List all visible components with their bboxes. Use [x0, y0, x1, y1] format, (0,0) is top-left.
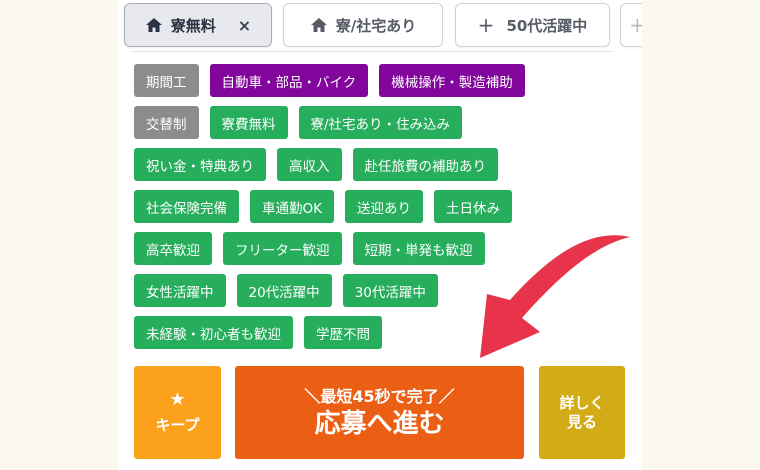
tag: 祝い金・特典あり: [134, 148, 266, 181]
apply-sub-label: ＼最短45秒で完了／: [304, 386, 455, 406]
filter-chip-50s-active[interactable]: + 50代活躍中: [455, 3, 610, 47]
tag-list: 期間工 自動車・部品・バイク 機械操作・製造補助 交替制 寮費無料 寮/社宅あり…: [134, 64, 634, 358]
filter-chip-bar: 寮無料 × 寮/社宅あり + 50代活躍中 +: [118, 0, 642, 56]
filter-chip-dorm-available[interactable]: 寮/社宅あり: [283, 3, 443, 47]
tag-row: 交替制 寮費無料 寮/社宅あり・住み込み: [134, 106, 634, 139]
tag: 高卒歓迎: [134, 232, 212, 265]
tag: 赴任旅費の補助あり: [352, 148, 498, 181]
tag: 30代活躍中: [342, 274, 438, 307]
tag: 車通勤OK: [250, 190, 334, 223]
filter-chip-label: 寮無料: [170, 16, 216, 35]
tag: 土日休み: [433, 190, 512, 223]
apply-label: 応募へ進む: [314, 408, 445, 439]
tag: 学歴不問: [304, 316, 382, 349]
tag: 自動車・部品・バイク: [209, 64, 369, 97]
tag-row: 祝い金・特典あり 高収入 赴任旅費の補助あり: [134, 148, 634, 181]
tag-row: 女性活躍中 20代活躍中 30代活躍中: [134, 274, 634, 307]
tag: 送迎あり: [344, 190, 423, 223]
tag: 短期・単発も歓迎: [352, 232, 485, 265]
job-card: 寮無料 × 寮/社宅あり + 50代活躍中 + 期間工 自動車・部品・バイク 機…: [118, 0, 642, 470]
details-button[interactable]: 詳しく 見る: [539, 366, 625, 459]
tag: 高収入: [277, 148, 342, 181]
tag: 20代活躍中: [236, 274, 332, 307]
tag: 女性活躍中: [134, 274, 226, 307]
plus-icon: +: [629, 13, 642, 37]
filter-chip-partial[interactable]: +: [620, 3, 642, 47]
tag: 寮/社宅あり・住み込み: [298, 106, 463, 139]
details-label-line1: 詳しく: [559, 393, 605, 412]
tag-row: 未経験・初心者も歓迎 学歴不問: [134, 316, 634, 349]
tag: 寮費無料: [209, 106, 288, 139]
filter-chip-label: 寮/社宅あり: [335, 16, 417, 35]
divider: [132, 51, 612, 52]
keep-button[interactable]: ★ キープ: [134, 366, 221, 459]
apply-button[interactable]: ＼最短45秒で完了／ 応募へ進む: [235, 366, 524, 459]
home-icon: [310, 16, 328, 34]
filter-chip-dorm-free[interactable]: 寮無料 ×: [124, 3, 272, 47]
filter-chip-label: 50代活躍中: [506, 16, 588, 35]
star-icon: ★: [169, 389, 186, 410]
tag-row: 高卒歓迎 フリーター歓迎 短期・単発も歓迎: [134, 232, 634, 265]
close-icon[interactable]: ×: [237, 15, 252, 35]
tag: 未経験・初心者も歓迎: [134, 316, 293, 349]
home-icon: [145, 16, 163, 34]
tag-row: 社会保険完備 車通勤OK 送迎あり 土日休み: [134, 190, 634, 223]
plus-icon: +: [477, 13, 495, 37]
tag: 期間工: [134, 64, 199, 97]
tag: 機械操作・製造補助: [379, 64, 525, 97]
tag: 交替制: [134, 106, 199, 139]
keep-label: キープ: [155, 416, 200, 434]
tag-row: 期間工 自動車・部品・バイク 機械操作・製造補助: [134, 64, 634, 97]
tag: 社会保険完備: [134, 190, 239, 223]
details-label-line2: 見る: [566, 412, 597, 431]
tag: フリーター歓迎: [223, 232, 342, 265]
